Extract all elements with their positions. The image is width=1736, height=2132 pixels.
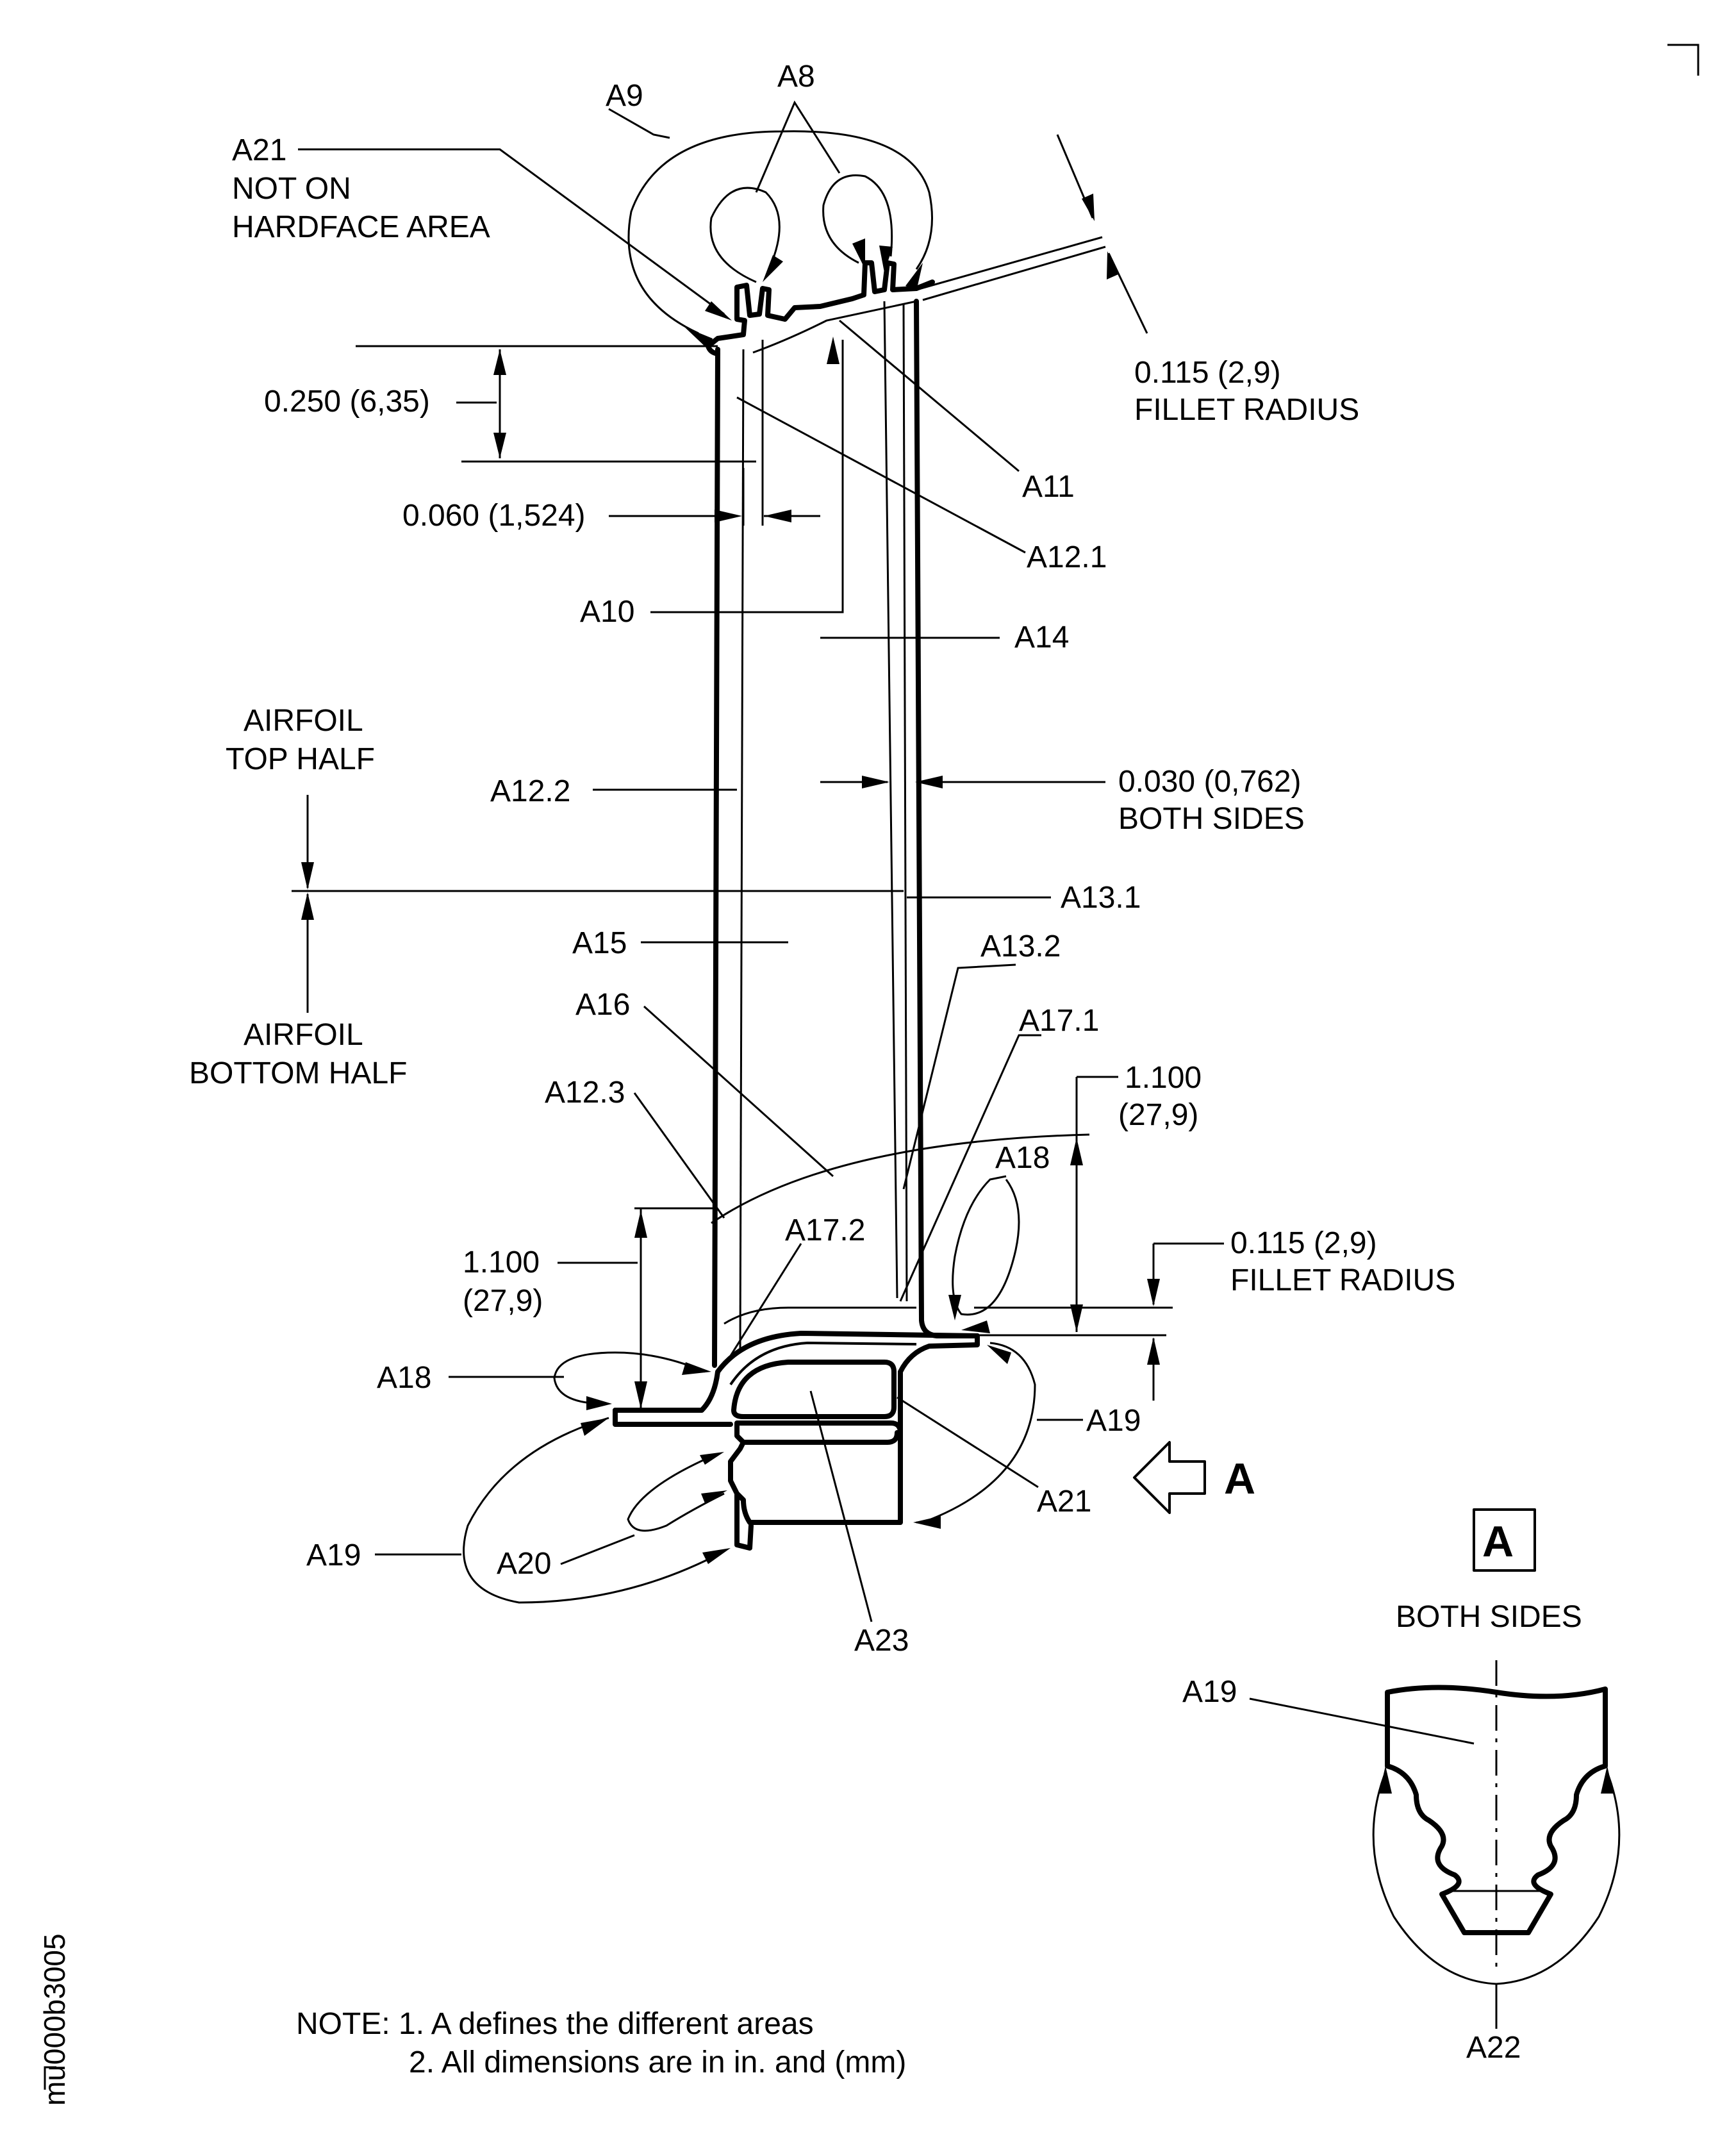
area-a21-top: A21 NOT ON HARDFACE AREA [232,133,732,321]
view-arrow-a: A [1133,1441,1255,1514]
dim-1100-left: 1.100 (27,9) [463,1207,715,1410]
airfoil-top-text1: AIRFOIL [244,704,363,738]
area-a18-right: A18 [948,1141,1050,1333]
a12-2-label: A12.2 [490,774,570,808]
a8-label: A8 [777,60,815,94]
a15-label: A15 [572,926,627,960]
a21-top-label1: A21 [232,133,286,167]
a11-label: A11 [1022,470,1075,504]
leaders-upper: A11 A12.1 A10 A14 A12.2 A13.1 A15 [490,319,1141,960]
a21-top-label2: NOT ON [232,172,351,206]
view-box [1473,1508,1536,1572]
a12-1-label: A12.1 [1027,540,1107,574]
a13-2-label: A13.2 [980,929,1061,963]
airfoil-bottom-text2: BOTTOM HALF [189,1056,407,1090]
dim-0030-text1: 0.030 (0,762) [1118,765,1302,799]
view-box-label: A [1482,1517,1514,1566]
a19-left-label: A19 [306,1538,361,1572]
area-a18-left: A18 [377,1351,711,1410]
dim-0115-bottom-text2: FILLET RADIUS [1230,1263,1455,1297]
dim-0115-bottom-text1: 0.115 (2,9) [1230,1226,1377,1260]
a14-label: A14 [1014,620,1069,654]
dim-0060: 0.060 (1,524) [402,468,820,533]
dim-0030: 0.030 (0,762) BOTH SIDES [820,765,1305,836]
dim-1100-left-text2: (27,9) [463,1284,543,1318]
internal-reference-lines [723,301,916,1353]
a9-label: A9 [606,79,643,113]
dim-1100-right: 1.100 (27,9) [711,1061,1202,1337]
dim-0115-bottom: 0.115 (2,9) FILLET RADIUS [974,1226,1455,1401]
a17-2-label: A17.2 [785,1213,865,1247]
a12-3-label: A12.3 [545,1076,625,1110]
note-line-1: NOTE: 1. A defines the different areas [296,2007,814,2041]
notes: NOTE: 1. A defines the different areas 2… [296,2007,906,2079]
both-sides-label: BOTH SIDES [1396,1600,1582,1634]
dim-0250-text: 0.250 (6,35) [264,385,430,419]
airfoil-bottom-text1: AIRFOIL [244,1018,363,1052]
a22-label: A22 [1466,2031,1521,2065]
a20-label: A20 [497,1547,551,1581]
figure-id-bracket [44,2066,56,2090]
area-a19-right: A19 A21 [897,1342,1141,1529]
a13-1-label: A13.1 [1061,881,1141,915]
a17-1-label: A17.1 [1019,1004,1099,1038]
a23-label: A23 [854,1624,909,1658]
corner-mark [1667,44,1699,76]
dim-1100-right-text2: (27,9) [1118,1098,1198,1132]
a21-bottom-label: A21 [1037,1485,1091,1519]
dim-0060-text: 0.060 (1,524) [402,499,586,533]
detail-view-a: A BOTH SIDES A19 A22 [1182,1508,1621,2065]
a18-right-label: A18 [995,1141,1050,1175]
area-a19-left: A19 A20 A23 [306,1390,909,1658]
a19-right-label: A19 [1086,1404,1141,1438]
dim-1100-right-text1: 1.100 [1125,1061,1202,1095]
dim-0115-top: 0.115 (2,9) FILLET RADIUS [1056,134,1359,427]
dim-0115-top-text2: FILLET RADIUS [1134,393,1359,427]
leaders-lower: A13.2 A16 A17.1 A12.3 A17.2 [545,929,1099,1356]
a16-label: A16 [575,988,630,1022]
a10-label: A10 [580,595,634,629]
view-arrow-label: A [1224,1454,1255,1503]
dim-0250: 0.250 (6,35) [264,345,756,463]
dim-1100-left-text1: 1.100 [463,1245,540,1279]
note-line-2: 2. All dimensions are in in. and (mm) [409,2045,906,2079]
figure-id: mu000b3005 [38,1933,71,2106]
airfoil-halves-marker: AIRFOIL TOP HALF AIRFOIL BOTTOM HALF [189,704,904,1090]
a21-top-label3: HARDFACE AREA [232,210,490,244]
a18-left-label: A18 [377,1361,431,1395]
area-a9-a8: A9 A8 [606,60,933,350]
dim-0115-top-text1: 0.115 (2,9) [1134,356,1281,390]
blade-outline [613,236,1106,1551]
airfoil-top-text2: TOP HALF [226,742,375,776]
a19-view-label: A19 [1182,1675,1237,1709]
dim-0030-text2: BOTH SIDES [1118,802,1305,836]
